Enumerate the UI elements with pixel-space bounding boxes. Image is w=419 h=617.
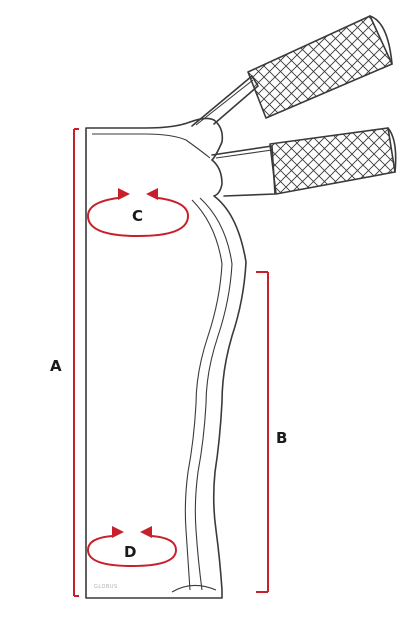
rotation-arrow-d — [86, 535, 178, 568]
label-a: A — [50, 357, 62, 375]
label-b: B — [276, 429, 287, 447]
rotation-marker-c: C — [86, 188, 190, 238]
brand-text: GLOBUS — [94, 584, 118, 590]
lower-connector-tube — [211, 127, 397, 197]
dimension-a: A — [50, 128, 79, 597]
lower-connector-grip — [269, 127, 397, 195]
label-c: C — [132, 207, 143, 225]
rotation-arrow-c — [86, 197, 190, 238]
upper-connector-tube — [191, 15, 393, 127]
label-d: D — [124, 543, 136, 561]
upper-connector-grip — [247, 15, 393, 119]
rotation-marker-d: D — [86, 526, 178, 568]
dimension-b: B — [256, 271, 287, 593]
sleeve-body: GLOBUS — [85, 117, 247, 599]
